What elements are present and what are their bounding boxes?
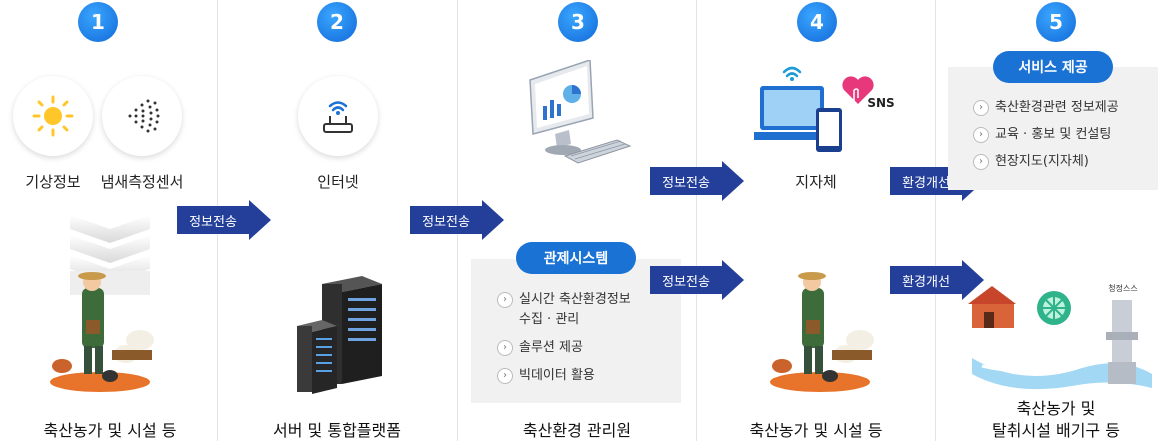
arrow-label: 정보전송 [410, 206, 482, 234]
chevron-right-icon: › [497, 292, 513, 308]
laptop-phone-icon [754, 66, 842, 152]
internet-label: 인터넷 [317, 173, 359, 191]
list-item: › 솔루션 제공 [497, 338, 583, 358]
router-icon-circle [298, 76, 378, 156]
col5-bottom-label-line1: 축산농가 및 [1016, 399, 1096, 418]
list-item-text: 빅데이터 활용 [519, 368, 595, 383]
server-rack-icon [297, 276, 382, 394]
arrow-label: 정보전송 [177, 206, 249, 234]
step-number-2: 2 [317, 2, 357, 42]
deodorization-facility-illustration [968, 286, 1152, 390]
wifi-router-icon [323, 101, 353, 133]
col4-bottom-label: 축산농가 및 시설 등 [749, 421, 883, 440]
list-item-text: 교육 · 홍보 및 컨설팅 [995, 127, 1112, 142]
divider-3 [696, 0, 697, 441]
col3-bottom-label: 축산환경 관리원 [522, 421, 632, 440]
chevron-right-icon: › [497, 340, 513, 356]
farmer-illustration [770, 272, 874, 392]
farmer-illustration [50, 272, 154, 392]
list-item-continued: 수집 · 관리 [519, 310, 579, 330]
list-item-text: 축산환경관련 정보제공 [995, 100, 1119, 115]
weather-info-label: 기상정보 [25, 173, 81, 191]
step-number-1: 1 [78, 2, 118, 42]
chevron-right-icon: › [973, 154, 989, 170]
odor-sensor-label: 냄새측정센서 [100, 173, 184, 191]
control-system-title: 관제시스템 [516, 242, 636, 274]
list-item-text: 실시간 축산환경정보 [519, 292, 631, 307]
arrow-label: 정보전송 [650, 167, 722, 195]
list-item: › 빅데이터 활용 [497, 366, 595, 386]
list-item-text: 솔루션 제공 [519, 340, 583, 355]
list-item: › 현장지도(지자체) [973, 152, 1089, 172]
list-item-text: 현장지도(지자체) [995, 154, 1089, 169]
chevron-right-icon: › [973, 100, 989, 116]
tower-label: 청정스스 [1108, 284, 1138, 293]
chevron-right-icon: › [497, 368, 513, 384]
list-item: › 교육 · 홍보 및 컨설팅 [973, 125, 1111, 145]
list-item-text: 수집 · 관리 [519, 312, 580, 327]
service-title: 서비스 제공 [993, 51, 1113, 83]
info-transfer-arrow-3-top: 정보전송 [650, 161, 746, 201]
info-transfer-arrow-1: 정보전송 [177, 200, 273, 240]
arrow-label: 환경개선 [890, 266, 962, 294]
local-gov-label: 지자체 [795, 173, 837, 191]
col5-bottom-label-line2: 탈취시설 배기구 등 [992, 421, 1120, 440]
sun-icon [32, 95, 74, 137]
monitor-computer-icon [529, 60, 632, 164]
arrow-label: 정보전송 [650, 266, 722, 294]
info-transfer-arrow-2: 정보전송 [410, 200, 506, 240]
sun-icon-circle [13, 76, 93, 156]
heart-like-icon [842, 76, 874, 104]
sns-label: SNS [867, 96, 895, 110]
divider-4 [935, 0, 936, 441]
chevron-right-icon: › [973, 127, 989, 143]
info-transfer-arrow-3-bottom: 정보전송 [650, 260, 746, 300]
step-number-3: 3 [558, 2, 598, 42]
list-item: › 축산환경관련 정보제공 [973, 98, 1119, 118]
step-number-4: 4 [797, 2, 837, 42]
sensor-wave-icon [128, 99, 160, 133]
list-item: › 실시간 축산환경정보 [497, 290, 631, 310]
env-improve-arrow-bottom: 환경개선 [890, 260, 986, 300]
col1-bottom-label: 축산농가 및 시설 등 [43, 421, 177, 440]
step-number-5: 5 [1036, 2, 1076, 42]
sensor-icon-circle [102, 76, 182, 156]
col2-bottom-label: 서버 및 통합플랫폼 [273, 421, 401, 440]
